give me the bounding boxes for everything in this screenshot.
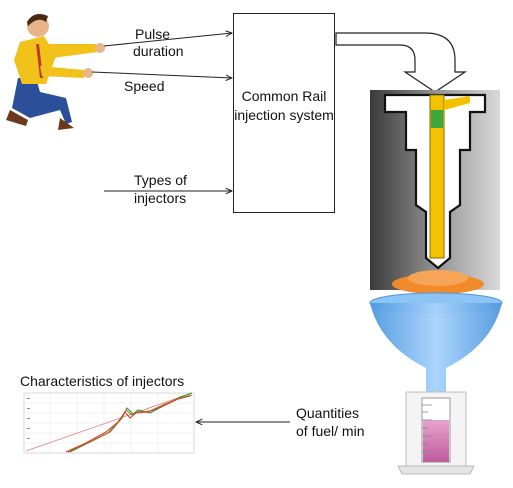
characteristics-label: Characteristics of injectors	[20, 373, 185, 389]
operator-pointing-icon	[6, 14, 105, 130]
types-label-line1: Types of	[134, 172, 187, 188]
system-label: Common Rail injection system	[234, 88, 334, 123]
speed-label: Speed	[124, 78, 165, 94]
pulse-arrow	[103, 33, 232, 47]
funnel-icon	[369, 292, 503, 392]
flow-arrow	[335, 32, 467, 93]
system-box: Common Rail injection system	[233, 13, 335, 213]
quantities-label-line2: of fuel/ min	[296, 423, 365, 439]
pulse-label-line2: duration	[133, 43, 184, 59]
speed-arrow	[91, 71, 232, 78]
injector-cutaway-icon	[370, 90, 500, 294]
types-label-line2: injectors	[134, 190, 187, 206]
measuring-cylinder-icon	[397, 391, 475, 475]
quantities-label-line1: Quantities	[296, 405, 360, 421]
pulse-label-line1: Pulse	[135, 26, 171, 42]
characteristics-chart	[23, 392, 195, 454]
